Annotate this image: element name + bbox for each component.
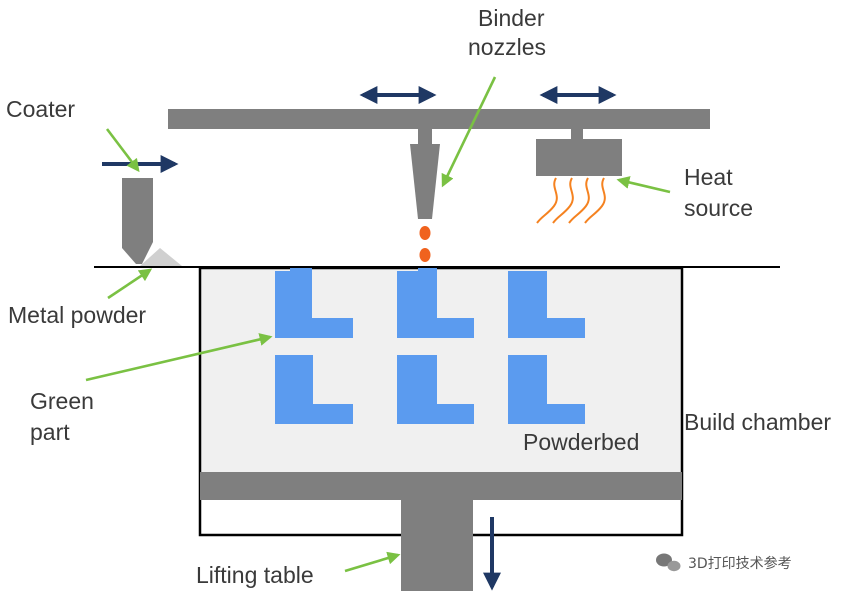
coater-label: Coater <box>6 96 75 122</box>
lifting-piston <box>401 500 473 591</box>
green-part-top-right <box>508 271 585 338</box>
heat-pointer <box>616 176 671 194</box>
gantry-rail <box>168 109 710 129</box>
binder-pointer <box>441 76 497 188</box>
heat-label-line2: source <box>684 195 753 221</box>
nozzle-stem <box>418 129 432 144</box>
heat-source-stem <box>571 129 583 139</box>
binder-label-line2: nozzles <box>468 34 546 60</box>
metal-powder-pile <box>140 248 182 266</box>
green-part-pointer <box>85 333 273 382</box>
pointer-arrows <box>85 76 671 573</box>
green-part-label-line1: Green <box>30 388 94 414</box>
build-chamber-label: Build chamber <box>684 409 831 435</box>
binder-nozzle <box>410 144 440 219</box>
green-part-bottom-middle <box>397 355 474 424</box>
lifting-table-pointer <box>344 551 401 573</box>
heat-label-line1: Heat <box>684 164 733 190</box>
coater-blade <box>122 178 153 264</box>
binder-droplet-lower <box>419 248 431 262</box>
green-part-label-line2: part <box>30 419 70 445</box>
coater-pointer <box>105 128 140 173</box>
green-part-top-middle <box>397 268 474 338</box>
binder-droplet-upper <box>419 226 431 240</box>
metal-powder-pointer <box>107 268 153 300</box>
green-part-top-left <box>275 268 353 338</box>
green-parts <box>275 268 585 424</box>
binder-label-line1: Binder <box>478 5 545 31</box>
build-platform <box>200 472 682 500</box>
lifting-table-label: Lifting table <box>196 562 314 588</box>
heat-waves <box>536 177 606 224</box>
heat-source-block <box>536 139 622 176</box>
green-part-bottom-right <box>508 355 585 424</box>
metal-powder-label: Metal powder <box>8 302 146 328</box>
powderbed-label: Powderbed <box>523 429 639 455</box>
wechat-icon <box>656 553 681 572</box>
green-part-bottom-left <box>275 355 353 424</box>
watermark-text: 3D打印技术参考 <box>688 555 792 572</box>
